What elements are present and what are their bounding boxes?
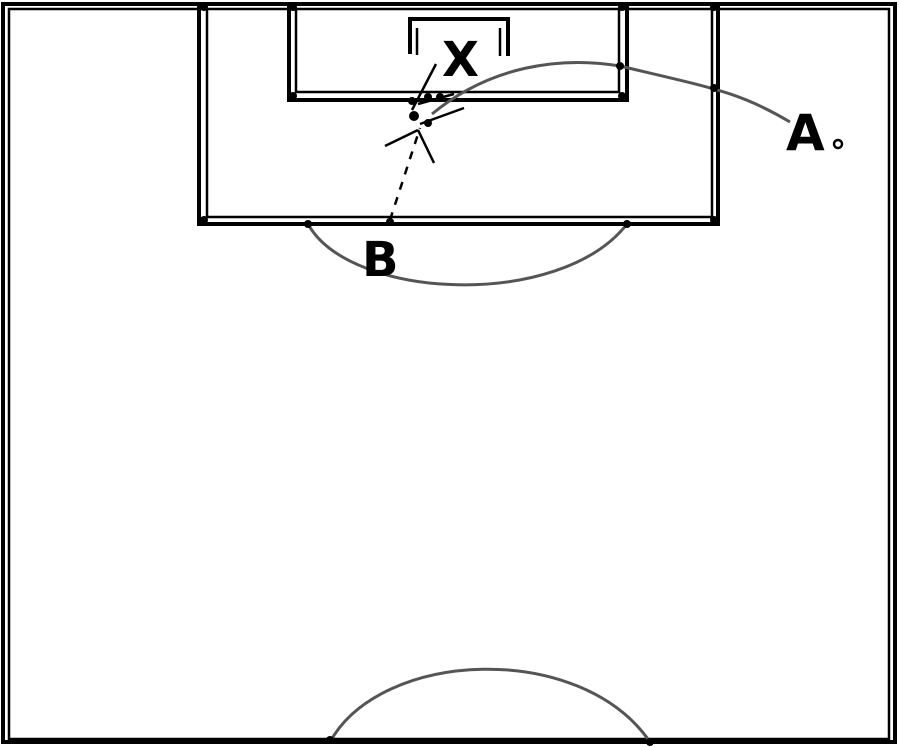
dot-x-2 <box>409 111 419 121</box>
dot-penalty-right-bottom <box>710 216 718 224</box>
player-a-marker <box>832 138 844 150</box>
goal-frame <box>408 17 510 56</box>
label-b: B <box>362 232 399 288</box>
player-x-move-line-4 <box>384 128 419 148</box>
dot-x-3 <box>424 93 432 101</box>
dot-goal-left-top <box>289 3 297 11</box>
penalty-area-inner <box>205 9 714 219</box>
player-x-move-line-2 <box>417 92 455 106</box>
goal-area-outer <box>287 6 629 102</box>
dot-arc-left <box>304 220 312 228</box>
penalty-arc <box>306 223 629 287</box>
dot-player-b <box>386 218 394 226</box>
dot-x-1 <box>408 97 416 105</box>
dot-run-goal-area <box>616 62 624 70</box>
label-a: A <box>786 104 825 162</box>
player-b-pass-line <box>388 127 422 221</box>
dot-goal-right-bottom <box>618 92 626 100</box>
player-x-move-line-1 <box>410 63 438 111</box>
penalty-area-outer <box>197 6 720 226</box>
dot-penalty-left-bottom <box>200 216 208 224</box>
dot-run-penalty-area <box>710 84 718 92</box>
center-circle-arc <box>328 667 652 743</box>
dot-goal-right-top <box>618 3 626 11</box>
dot-center-right <box>646 738 654 746</box>
label-x: X <box>442 32 479 88</box>
pitch-boundary-inner <box>7 7 891 741</box>
dot-arc-right <box>623 220 631 228</box>
dot-center-left <box>326 736 334 744</box>
dot-penalty-left-top <box>200 3 208 11</box>
player-x-move-line-5 <box>416 129 436 164</box>
dot-penalty-right-top <box>710 3 718 11</box>
dot-goal-left-bottom <box>289 92 297 100</box>
dot-x-5 <box>424 119 432 127</box>
goal-area-inner <box>294 9 621 94</box>
dot-x-4 <box>436 93 444 101</box>
